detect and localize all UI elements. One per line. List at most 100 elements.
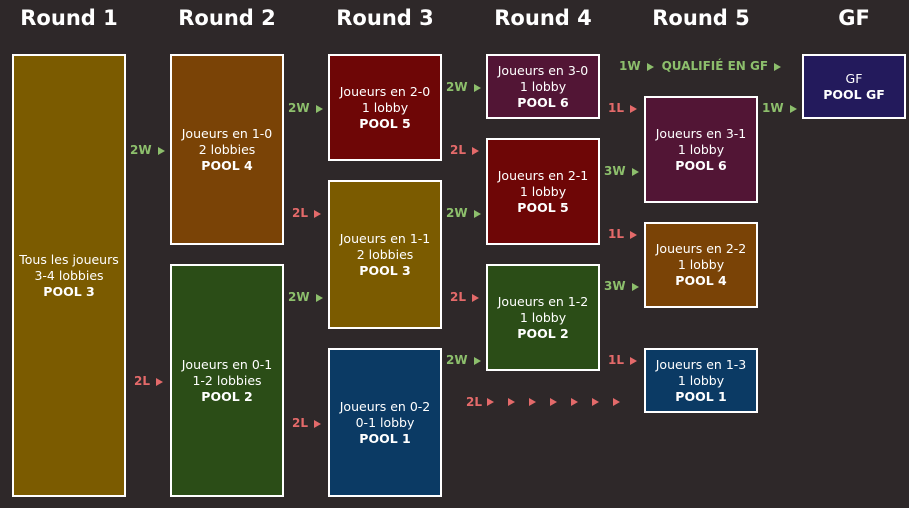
box-pool: POOL 2 — [201, 388, 253, 404]
box-line2: 2 lobbies — [356, 246, 414, 262]
chevron-icon — [592, 398, 599, 406]
box-line2: 3-4 lobbies — [34, 267, 104, 283]
arrow-icon — [646, 63, 654, 71]
label-text: 2W — [288, 101, 310, 115]
box-pool: POOL 1 — [675, 388, 727, 404]
chevron-icon — [613, 398, 620, 406]
label-text: 1L — [608, 227, 624, 241]
box-line1: Joueurs en 1-0 — [181, 125, 273, 141]
label-text: 2L — [292, 416, 308, 430]
box-line2: 2 lobbies — [198, 141, 256, 157]
label-text: 2W — [446, 80, 468, 94]
box-round2-0-1: Joueurs en 0-1 1-2 lobbies POOL 2 — [170, 264, 284, 497]
box-round3-1-1: Joueurs en 1-1 2 lobbies POOL 3 — [328, 180, 442, 329]
box-line1: Joueurs en 1-2 — [497, 293, 589, 309]
arrow-icon — [631, 283, 639, 291]
label-r2b-win: 2W — [288, 290, 323, 304]
chevron-icon — [550, 398, 557, 406]
box-round5-1-3: Joueurs en 1-3 1 lobby POOL 1 — [644, 348, 758, 413]
arrow-icon — [472, 294, 479, 302]
header-round-5: Round 5 — [652, 6, 750, 30]
label-text: 1L — [608, 353, 624, 367]
box-pool: POOL 5 — [517, 199, 569, 215]
box-round2-1-0: Joueurs en 1-0 2 lobbies POOL 4 — [170, 54, 284, 245]
arrow-icon — [630, 105, 637, 113]
label-r3a-loss: 2L — [450, 143, 479, 157]
chevron-icon — [571, 398, 578, 406]
box-round5-3-1: Joueurs en 3-1 1 lobby POOL 6 — [644, 96, 758, 203]
box-line2: 1 lobby — [677, 372, 725, 388]
label-r2a-win: 2W — [288, 101, 323, 115]
box-round1-all-players: Tous les joueurs 3-4 lobbies POOL 3 — [12, 54, 126, 497]
label-r5-win: 1W — [762, 101, 797, 115]
box-line1: Joueurs en 0-2 — [339, 398, 431, 414]
chevron-icon — [508, 398, 515, 406]
box-line1: Joueurs en 3-1 — [655, 125, 747, 141]
arrow-icon — [157, 147, 165, 155]
label-text: 2W — [446, 353, 468, 367]
header-grand-final: GF — [838, 6, 870, 30]
arrow-icon — [473, 84, 481, 92]
chevron-icon — [529, 398, 536, 406]
label-text: 1W — [619, 59, 641, 73]
chevron-icon — [487, 398, 494, 406]
box-line2: 1 lobby — [519, 78, 567, 94]
label-r3a-win: 2W — [446, 80, 481, 94]
label-text: 1L — [608, 101, 624, 115]
arrow-icon — [630, 231, 637, 239]
qualified-text: QUALIFIÉ EN GF — [661, 59, 769, 73]
box-pool: POOL 6 — [675, 157, 727, 173]
box-pool: POOL 4 — [201, 157, 253, 173]
arrow-icon — [631, 168, 639, 176]
box-round3-2-0: Joueurs en 2-0 1 lobby POOL 5 — [328, 54, 442, 161]
label-r1-win: 2W — [130, 143, 165, 157]
box-line2: 1-2 lobbies — [192, 372, 262, 388]
box-pool: POOL 3 — [43, 283, 95, 299]
label-r4c-loss: 1L — [608, 353, 637, 367]
label-r3b-loss: 2L — [450, 290, 479, 304]
label-text: 2W — [130, 143, 152, 157]
arrow-icon — [314, 420, 321, 428]
label-r4a-win: 1W QUALIFIÉ EN GF — [619, 59, 782, 73]
arrow-icon — [472, 147, 479, 155]
label-r3b-win: 2W — [446, 206, 481, 220]
box-line1: GF — [845, 70, 863, 86]
box-round4-2-1: Joueurs en 2-1 1 lobby POOL 5 — [486, 138, 600, 245]
label-r1-loss: 2L — [134, 374, 163, 388]
box-pool: POOL GF — [823, 86, 885, 102]
label-r4a-loss: 1L — [608, 101, 637, 115]
box-line1: Joueurs en 1-1 — [339, 230, 431, 246]
arrow-icon — [315, 105, 323, 113]
box-line1: Tous les joueurs — [19, 251, 119, 267]
label-r2b-loss: 2L — [292, 416, 321, 430]
box-line1: Joueurs en 2-1 — [497, 167, 589, 183]
box-line1: Joueurs en 2-0 — [339, 83, 431, 99]
label-r3c-loss: 2L — [466, 395, 482, 409]
header-round-4: Round 4 — [494, 6, 592, 30]
box-pool: POOL 2 — [517, 325, 569, 341]
box-line1: Joueurs en 1-3 — [655, 356, 747, 372]
arrow-icon — [314, 210, 321, 218]
header-round-3: Round 3 — [336, 6, 434, 30]
label-r2a-loss: 2L — [292, 206, 321, 220]
label-text: 2W — [288, 290, 310, 304]
box-round3-0-2: Joueurs en 0-2 0-1 lobby POOL 1 — [328, 348, 442, 497]
arrow-icon — [315, 294, 323, 302]
label-r4b-loss: 1L — [608, 227, 637, 241]
box-round5-2-2: Joueurs en 2-2 1 lobby POOL 4 — [644, 222, 758, 308]
label-text: 2L — [466, 395, 482, 409]
label-text: 3W — [604, 279, 626, 293]
box-line1: Joueurs en 2-2 — [655, 241, 747, 256]
box-line2: 1 lobby — [519, 183, 567, 199]
header-round-2: Round 2 — [178, 6, 276, 30]
box-round4-3-0: Joueurs en 3-0 1 lobby POOL 6 — [486, 54, 600, 119]
box-line2: 1 lobby — [361, 99, 409, 115]
arrow-icon — [473, 357, 481, 365]
label-text: 2L — [292, 206, 308, 220]
box-pool: POOL 3 — [359, 262, 411, 278]
arrow-icon — [473, 210, 481, 218]
box-pool: POOL 6 — [517, 94, 569, 110]
label-text: 2L — [450, 290, 466, 304]
box-line2: 1 lobby — [677, 257, 725, 272]
box-line2: 1 lobby — [677, 141, 725, 157]
